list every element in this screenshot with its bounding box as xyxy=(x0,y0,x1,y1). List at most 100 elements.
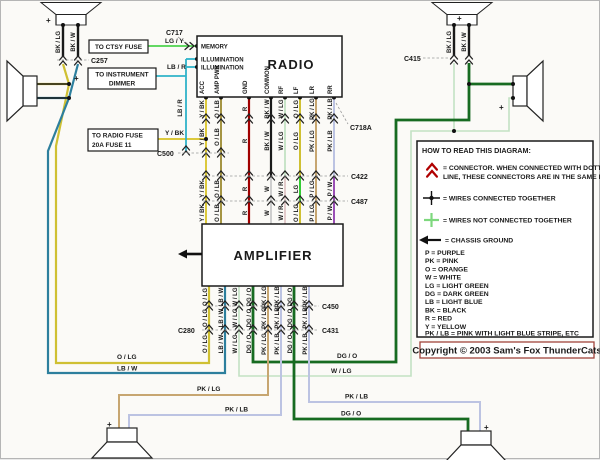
svg-text:COMMON: COMMON xyxy=(265,66,271,94)
legend-wires-not-connected-text: = WIRES NOT CONNECTED TOGETHER xyxy=(443,218,572,225)
svg-text:LG: LG xyxy=(294,185,300,194)
speaker-right-side xyxy=(512,60,544,122)
speaker-left-side xyxy=(6,60,38,122)
svg-text:P / LG: P / LG xyxy=(310,180,316,198)
amp-wire-labels-rowA: O / LG LB / W W / LG DG / O PK / LG PK /… xyxy=(203,286,309,308)
connector-c450: C450 xyxy=(322,304,339,311)
svg-text:W / LG: W / LG xyxy=(233,308,239,327)
svg-text:W: W xyxy=(265,210,271,216)
polarity-plus-top-left: + xyxy=(46,16,51,25)
svg-text:O / LB: O / LB xyxy=(215,180,221,198)
legend-title: HOW TO READ THIS DIAGRAM: xyxy=(422,146,531,155)
instrument-dimmer-box xyxy=(87,67,157,90)
radio-fuse-label-2: 20A FUSE 11 xyxy=(92,142,132,149)
amplifier-title: AMPLIFIER xyxy=(233,248,312,263)
svg-text:ACC: ACC xyxy=(200,80,206,94)
svg-text:Y / BK: Y / BK xyxy=(200,204,206,222)
label-lg-y: LG / Y xyxy=(165,38,184,45)
copyright-text: Copyright © 2003 Sam's Fox ThunderCats xyxy=(412,346,600,357)
svg-text:DG / O: DG / O xyxy=(288,287,294,306)
polarity-plus-top-right: + xyxy=(457,14,462,23)
route-label-lbw: LB / W xyxy=(117,366,138,373)
connector-c718a: C718A xyxy=(350,125,372,132)
instrument-dimmer-label-2: DIMMER xyxy=(109,81,136,88)
svg-text:BK / W: BK / W xyxy=(71,32,77,52)
legend-wires-connected-icon xyxy=(423,191,440,205)
svg-text:RR: RR xyxy=(328,85,334,94)
connector-c431: C431 xyxy=(322,328,339,335)
svg-text:O / LG: O / LG xyxy=(203,335,209,353)
legend-color-codes: P = PURPLE PK = PINK O = ORANGE W = WHIT… xyxy=(425,250,579,338)
svg-text:Y = YELLOW: Y = YELLOW xyxy=(425,324,467,331)
route-pklg-left-rear xyxy=(118,286,269,429)
radio-fuse-label-1: TO RADIO FUSE xyxy=(92,133,143,140)
svg-text:R: R xyxy=(243,106,249,111)
polarity-plus-right-side: + xyxy=(499,103,504,112)
svg-text:DG / O: DG / O xyxy=(288,308,294,327)
svg-text:BK / LG: BK / LG xyxy=(56,31,62,53)
svg-text:O = ORANGE: O = ORANGE xyxy=(425,266,468,273)
svg-text:R: R xyxy=(243,138,249,143)
svg-text:RF: RF xyxy=(279,86,285,94)
svg-text:PK = PINK: PK = PINK xyxy=(425,258,459,265)
pin-memory: MEMORY xyxy=(201,45,228,51)
speaker-top-right xyxy=(431,1,493,26)
svg-text:O / LB: O / LB xyxy=(215,128,221,146)
copyright-box xyxy=(419,341,595,359)
svg-text:BK / W: BK / W xyxy=(265,99,271,119)
svg-text:PK / LG: PK / LG xyxy=(262,286,268,308)
svg-text:PK / LB: PK / LB xyxy=(303,286,309,308)
chassis-ground-arrow xyxy=(178,249,202,259)
svg-text:BK / W: BK / W xyxy=(462,32,468,52)
svg-text:PK / LB: PK / LB xyxy=(328,130,334,152)
radio-title: RADIO xyxy=(268,57,315,72)
radio-wire-labels-row2: Y / BK O / LB R BK / W W / LG O / LG PK … xyxy=(200,128,334,152)
instrument-dimmer-label-1: TO INSTRUMENT xyxy=(95,72,148,79)
svg-text:BK / W: BK / W xyxy=(265,131,271,151)
svg-text:P = PURPLE: P = PURPLE xyxy=(425,250,465,257)
svg-text:W / LG: W / LG xyxy=(279,131,285,150)
svg-text:PK / LB: PK / LB xyxy=(303,307,309,329)
svg-text:P / LG: P / LG xyxy=(310,204,316,222)
route-label-dgo-rear: DG / O xyxy=(341,411,361,418)
svg-text:DG / O: DG / O xyxy=(247,308,253,327)
svg-text:O / LB: O / LB xyxy=(215,100,221,118)
svg-text:PK / LB: PK / LB xyxy=(328,98,334,120)
svg-text:W / R: W / R xyxy=(279,205,285,221)
speaker-leads-top xyxy=(61,25,471,57)
svg-text:DG / O: DG / O xyxy=(247,287,253,306)
route-pklb-right-rear xyxy=(308,286,481,432)
svg-text:LF: LF xyxy=(294,86,300,94)
route-pklb-left-rear xyxy=(128,286,282,429)
svg-text:PK / LG: PK / LG xyxy=(310,98,316,120)
svg-text:DG / O: DG / O xyxy=(288,334,294,353)
route-dgo-right-rear xyxy=(292,286,470,432)
route-lbw-left-front xyxy=(37,63,227,375)
svg-text:O / LG: O / LG xyxy=(294,132,300,150)
connector-c415: C415 xyxy=(404,56,421,63)
route-label-wlg-front: W / LG xyxy=(331,368,352,375)
svg-text:LB = LIGHT BLUE: LB = LIGHT BLUE xyxy=(425,299,483,306)
radio-fuse-box xyxy=(87,128,159,152)
svg-text:DG / O: DG / O xyxy=(247,334,253,353)
svg-text:O / LG: O / LG xyxy=(203,288,209,306)
route-dgo-right-front xyxy=(251,63,513,364)
amp-wire-labels-rowC: O / LG LB / W W / LG DG / O PK / LG PK /… xyxy=(203,333,309,355)
svg-text:PK / LB = PINK WITH LIGHT BLUE: PK / LB = PINK WITH LIGHT BLUE STRIPE, E… xyxy=(425,331,579,338)
route-label-pklg-rear: PK / LG xyxy=(197,386,220,393)
legend-chassis-ground-text: = CHASSIS GROUND xyxy=(445,238,513,245)
svg-text:LG = LIGHT GREEN: LG = LIGHT GREEN xyxy=(425,283,489,290)
svg-text:PK / LB: PK / LB xyxy=(303,333,309,355)
connector-c717: C717 xyxy=(166,30,183,37)
svg-text:Y / BK: Y / BK xyxy=(200,180,206,198)
svg-text:PK / LG: PK / LG xyxy=(262,333,268,355)
pin-illumination-1: ILLUMINATION xyxy=(201,58,244,64)
speaker-bottom-right xyxy=(445,430,507,460)
svg-text:PK / LG: PK / LG xyxy=(310,130,316,152)
legend-box xyxy=(416,140,594,338)
connector-c280: C280 xyxy=(178,328,195,335)
svg-text:LB / W: LB / W xyxy=(219,334,225,353)
ctsy-fuse-label: TO CTSY FUSE xyxy=(95,44,143,51)
legend-connector-text-2: LINE, THESE CONNECTORS ARE IN THE SAME P… xyxy=(443,174,600,181)
